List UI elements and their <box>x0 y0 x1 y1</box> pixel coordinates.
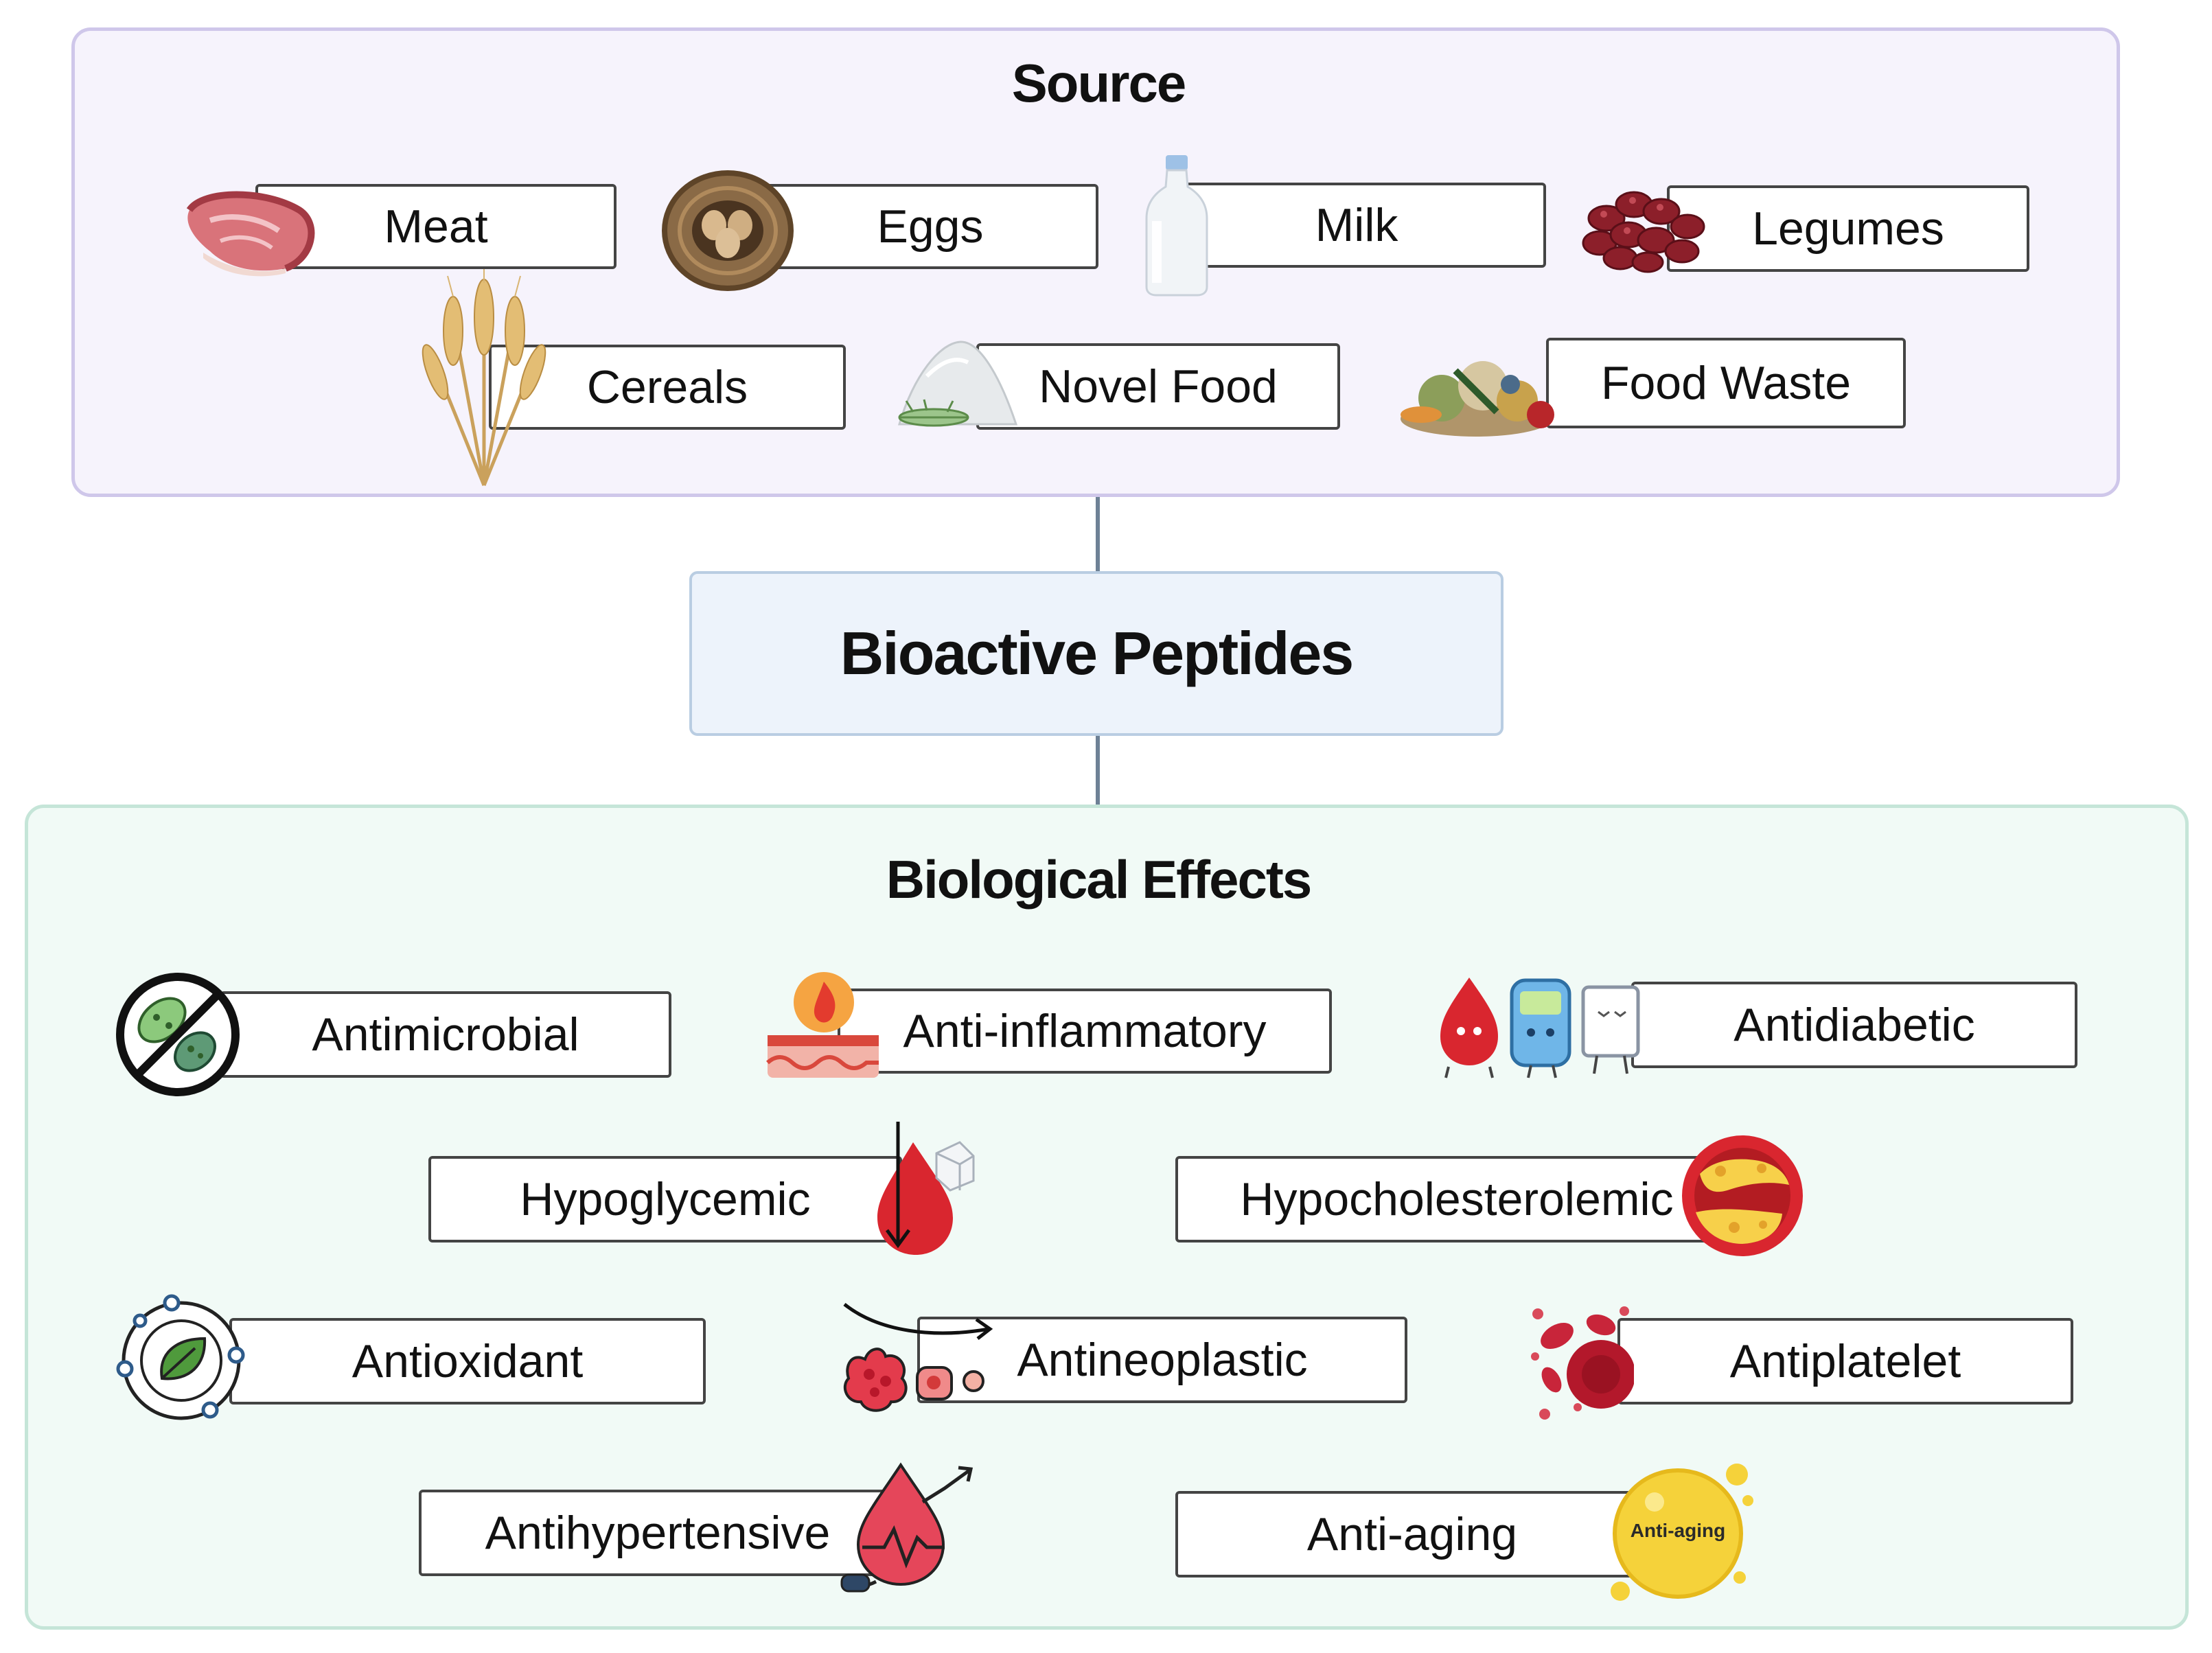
blood-sugar-drop-icon <box>877 1122 975 1255</box>
bioactive-peptides-label: Bioactive Peptides <box>840 619 1355 687</box>
source-box-eggs: Eggs <box>762 184 1098 269</box>
effect-label-hypoglycemic: Hypoglycemic <box>520 1173 811 1225</box>
effect-box-antihypertensive: Antihypertensive <box>419 1490 897 1576</box>
source-box-novel-food: Novel Food <box>976 343 1340 430</box>
effect-box-hypoglycemic: Hypoglycemic <box>428 1156 902 1242</box>
source-label-legumes: Legumes <box>1752 203 1944 255</box>
effect-label-antiplatelet: Antiplatelet <box>1729 1335 1961 1387</box>
source-box-food-waste: Food Waste <box>1546 338 1906 428</box>
beans-icon <box>1582 191 1705 273</box>
leaf-molecule-icon <box>116 1294 245 1420</box>
source-box-meat: Meat <box>255 184 617 269</box>
milk-bottle-icon <box>1145 155 1208 297</box>
connector-source-to-peptides <box>1096 497 1100 573</box>
effect-label-antimicrobial: Antimicrobial <box>312 1008 579 1061</box>
blood-cells-icon <box>1531 1306 1634 1420</box>
connector-peptides-to-effects <box>1096 736 1100 805</box>
effect-box-anti-aging: Anti-aging <box>1175 1491 1649 1577</box>
effect-label-anti-inflammatory: Anti-inflammatory <box>903 1005 1267 1057</box>
source-label-food-waste: Food Waste <box>1600 357 1852 409</box>
no-bacteria-icon <box>116 973 240 1096</box>
effect-box-antiplatelet: Antiplatelet <box>1617 1318 2073 1405</box>
blood-pressure-icon <box>840 1462 973 1593</box>
source-label-novel-food: Novel Food <box>1039 360 1278 413</box>
effect-box-anti-inflammatory: Anti-inflammatory <box>838 989 1332 1074</box>
effects-panel <box>25 805 2189 1630</box>
clogged-artery-icon <box>1682 1135 1803 1256</box>
source-box-legumes: Legumes <box>1667 185 2029 272</box>
insect-flour-icon <box>898 340 1018 427</box>
effect-label-anti-aging: Anti-aging <box>1306 1508 1518 1560</box>
anti-aging-bubble-icon: Anti-aging <box>1593 1454 1758 1606</box>
source-label-meat: Meat <box>384 200 488 253</box>
bioactive-peptides-box: Bioactive Peptides <box>689 571 1504 736</box>
effect-label-antioxidant: Antioxidant <box>352 1335 584 1387</box>
source-label-eggs: Eggs <box>877 200 984 253</box>
source-box-cereals: Cereals <box>489 345 846 430</box>
effect-label-antihypertensive: Antihypertensive <box>485 1507 831 1559</box>
effect-box-antineoplastic: Antineoplastic <box>917 1317 1407 1403</box>
source-title: Source <box>1011 53 1186 113</box>
tumor-cells-icon <box>843 1303 993 1412</box>
effect-box-hypocholesterolemic: Hypocholesterolemic <box>1175 1156 1738 1242</box>
effects-title: Biological Effects <box>886 849 1312 910</box>
egg-nest-icon <box>662 170 794 291</box>
effect-box-antidiabetic: Antidiabetic <box>1631 982 2077 1068</box>
effect-label-antineoplastic: Antineoplastic <box>1017 1334 1308 1386</box>
source-label-milk: Milk <box>1315 199 1398 251</box>
anti-aging-badge-text: Anti-aging <box>1630 1520 1726 1541</box>
food-waste-icon <box>1401 361 1554 437</box>
effect-box-antimicrobial: Antimicrobial <box>220 991 671 1078</box>
effect-label-hypocholesterolemic: Hypocholesterolemic <box>1240 1173 1674 1225</box>
effect-box-antioxidant: Antioxidant <box>229 1318 706 1405</box>
meat-icon <box>186 191 315 277</box>
wheat-icon <box>422 269 546 486</box>
source-box-milk: Milk <box>1167 183 1546 268</box>
source-label-cereals: Cereals <box>586 361 748 413</box>
effect-label-antidiabetic: Antidiabetic <box>1733 999 1975 1051</box>
inflamed-skin-icon <box>766 972 879 1078</box>
blood-glucose-meter-icon <box>1440 978 1640 1078</box>
